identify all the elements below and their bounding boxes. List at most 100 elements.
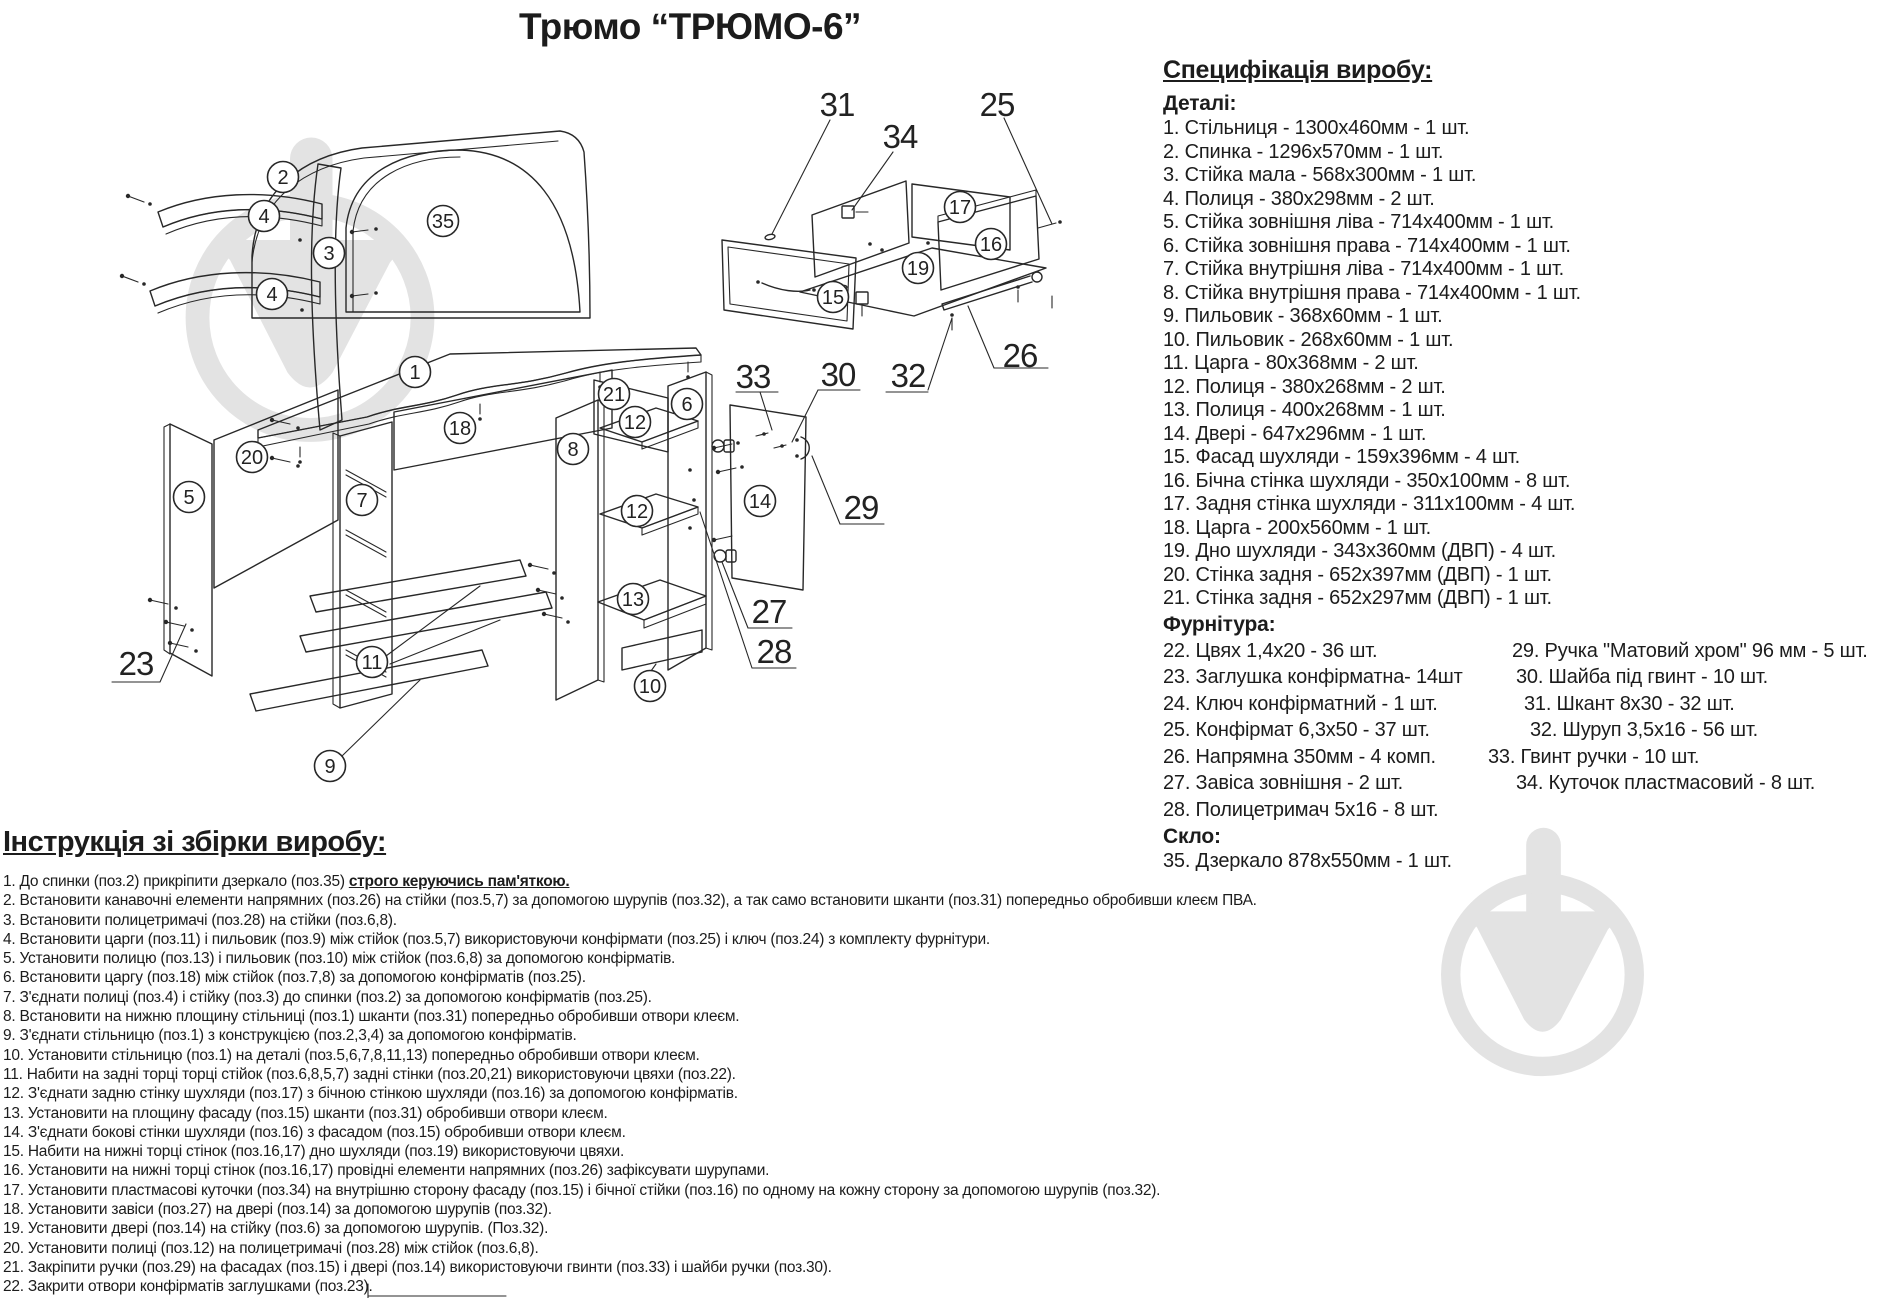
instruction-step: 8. Встановити на нижню площину стільниці… bbox=[3, 1008, 740, 1026]
spec-item: 35. Дзеркало 878х550мм - 1 шт. bbox=[1163, 850, 1452, 872]
spec-furniture-row: 22. Цвях 1,4х20 - 36 шт. 29. Ручка "Матов… bbox=[1163, 638, 1885, 665]
drawer-bottom bbox=[799, 247, 1047, 317]
callout-circled: 12 bbox=[620, 494, 654, 528]
svg-text:17: 17 bbox=[949, 197, 971, 219]
callout-circled: 3 bbox=[312, 236, 346, 270]
mirror-assembly bbox=[149, 130, 591, 431]
callout-plain: 29 bbox=[844, 489, 879, 526]
callout-circled: 5 bbox=[172, 480, 206, 514]
spec-item: 30. Шайба під гвинт - 10 шт. bbox=[1516, 666, 1768, 688]
callout-circled: 9 bbox=[313, 749, 347, 783]
desk-top bbox=[257, 347, 702, 448]
spec-item: 4. Полиця - 380х298мм - 2 шт. bbox=[1163, 187, 1435, 210]
spec-item: 3. Стійка мала - 568х300мм - 1 шт. bbox=[1163, 164, 1477, 186]
instruction-step: 16. Установити на нижні торці стінок (по… bbox=[3, 1162, 770, 1180]
spec-item: 27. Завіса зовнішня - 2 шт. bbox=[1163, 772, 1404, 794]
instruction-step: 1. До спинки (поз.2) прикріпити дзеркало… bbox=[3, 872, 1623, 891]
door-panel bbox=[711, 404, 810, 591]
screw-heads bbox=[119, 193, 721, 646]
callout-plain: 31 bbox=[820, 86, 855, 123]
spec-item: 11. Царга - 80х368мм - 2 шт. bbox=[1163, 352, 1419, 374]
corner-bracket-icon bbox=[855, 291, 869, 305]
inner-stand-left bbox=[339, 421, 393, 709]
spec-details-list: 1. Стільниця - 1300х460мм - 1 шт.2. Спин… bbox=[1163, 117, 1885, 611]
callout-circled: 16 bbox=[974, 227, 1008, 261]
instruction-step: 7. З'єднати полиці (поз.4) і стійку (поз… bbox=[3, 988, 652, 1006]
svg-text:16: 16 bbox=[980, 234, 1002, 256]
callout-plain: 28 bbox=[757, 633, 792, 670]
spec-heading: Специфікація виробу: bbox=[1163, 56, 1433, 84]
spec-item: 13. Полиця - 400х268мм - 1 шт. bbox=[1163, 399, 1446, 421]
svg-text:6: 6 bbox=[681, 394, 692, 416]
left-pedestal bbox=[163, 369, 613, 709]
spec-furniture-row: 28. Полицетримач 5х16 - 8 шт. bbox=[1163, 797, 1885, 824]
callout-circled: 17 bbox=[943, 190, 977, 224]
spec-item: 33. Гвинт ручки - 10 шт. bbox=[1488, 745, 1700, 768]
instruction-step: 20. Установити полиці (поз.12) на полице… bbox=[3, 1239, 539, 1257]
spec-item: 6. Стійка зовнішня права - 714х400мм - 1… bbox=[1163, 234, 1571, 257]
specification-panel: Специфікація виробу: Деталі: 1. Стільниц… bbox=[1163, 56, 1885, 874]
spec-item: 34. Куточок пластмасовий - 8 шт. bbox=[1516, 772, 1816, 794]
shelf-13 bbox=[597, 579, 707, 621]
spec-item: 25. Конфірмат 6,3х50 - 37 шт. bbox=[1163, 719, 1430, 741]
instruction-step: 10. Установити стільницю (поз.1) на дета… bbox=[3, 1046, 700, 1064]
instruction-emphasis: строго керуючись пам'яткою. bbox=[348, 873, 570, 890]
svg-text:3: 3 bbox=[323, 243, 334, 265]
spec-furniture-row: 26. Напрямна 350мм - 4 комп. 33. Гвинт ру… bbox=[1163, 744, 1885, 771]
instruction-step: 17. Установити пластмасові куточки (поз.… bbox=[3, 1181, 1161, 1199]
spec-item: 14. Двері - 647х296мм - 1 шт. bbox=[1163, 422, 1427, 445]
tsarga-bar-11a bbox=[309, 559, 527, 613]
callout-circled: 8 bbox=[556, 432, 590, 466]
drawer-side-right bbox=[937, 195, 1040, 291]
instruction-step: 12. З'єднати задню стінку шухляди (поз.1… bbox=[3, 1085, 738, 1103]
spec-item: 22. Цвях 1,4х20 - 36 шт. bbox=[1163, 639, 1378, 662]
instructions-heading: Інструкція зі збірки виробу: bbox=[3, 826, 387, 858]
instruction-text: 1. До спинки (поз.2) прикріпити дзеркало… bbox=[3, 873, 349, 890]
callout-circled: 15 bbox=[816, 280, 850, 314]
callout-circled: 11 bbox=[355, 645, 389, 679]
callout-circled: 4 bbox=[255, 277, 289, 311]
svg-text:21: 21 bbox=[603, 384, 625, 406]
leader-lines bbox=[111, 117, 1053, 757]
callout-circled: 2 bbox=[266, 160, 300, 194]
back-panel-hdf bbox=[213, 389, 339, 589]
spec-item: 12. Полиця - 380х268мм - 2 шт. bbox=[1163, 375, 1446, 398]
callout-plain: 32 bbox=[891, 357, 926, 394]
callout-circled: 20 bbox=[235, 440, 269, 474]
callout-circled: 35 bbox=[426, 204, 460, 238]
drawer-side-left bbox=[811, 180, 910, 278]
callout-plain: 30 bbox=[821, 356, 856, 393]
instruction-step: 2. Встановити канавочні елементи напрямн… bbox=[3, 892, 1257, 910]
svg-text:13: 13 bbox=[622, 589, 644, 611]
spec-item: 20. Стінка задня - 652х397мм (ДВП) - 1 ш… bbox=[1163, 563, 1552, 586]
callout-plain: 25 bbox=[980, 86, 1015, 123]
svg-text:12: 12 bbox=[624, 412, 646, 434]
svg-text:1: 1 bbox=[409, 362, 420, 384]
watermark-left bbox=[198, 138, 423, 431]
callout-circled: 6 bbox=[670, 387, 704, 421]
svg-text:12: 12 bbox=[626, 501, 648, 523]
instruction-step: 5. Установити полицю (поз.13) і пильовик… bbox=[3, 950, 676, 968]
drawer-back bbox=[911, 183, 1011, 251]
spec-item: 32. Шуруп 3,5х16 - 56 шт. bbox=[1530, 719, 1758, 741]
spec-glass-heading: Скло: bbox=[1163, 825, 1221, 848]
callout-circled: 10 bbox=[633, 669, 667, 703]
callout-circled: 14 bbox=[743, 484, 777, 518]
svg-text:35: 35 bbox=[432, 211, 454, 233]
instructions-panel: Інструкція зі збірки виробу: 1. До спинк… bbox=[3, 826, 1623, 1297]
spec-furniture-row: 27. Завіса зовнішня - 2 шт. 34. Куточок п… bbox=[1163, 770, 1885, 797]
dust-bar-9 bbox=[249, 649, 489, 712]
callout-circled: 13 bbox=[616, 582, 650, 616]
spec-item: 21. Стінка задня - 652х297мм (ДВП) - 1 ш… bbox=[1163, 587, 1552, 609]
spec-item: 10. Пильовик - 268х60мм - 1 шт. bbox=[1163, 328, 1454, 351]
callout-circled: 18 bbox=[443, 411, 477, 445]
spec-item: 26. Напрямна 350мм - 4 комп. bbox=[1163, 745, 1436, 768]
callout-plain: 33 bbox=[736, 358, 771, 395]
hardware-screws bbox=[119, 193, 1062, 653]
instruction-step: 19. Установити двері (поз.14) на стійку … bbox=[3, 1220, 549, 1238]
spec-item: 29. Ручка "Матовий хром" 96 мм - 5 шт. bbox=[1512, 639, 1868, 662]
svg-text:9: 9 bbox=[324, 756, 335, 778]
